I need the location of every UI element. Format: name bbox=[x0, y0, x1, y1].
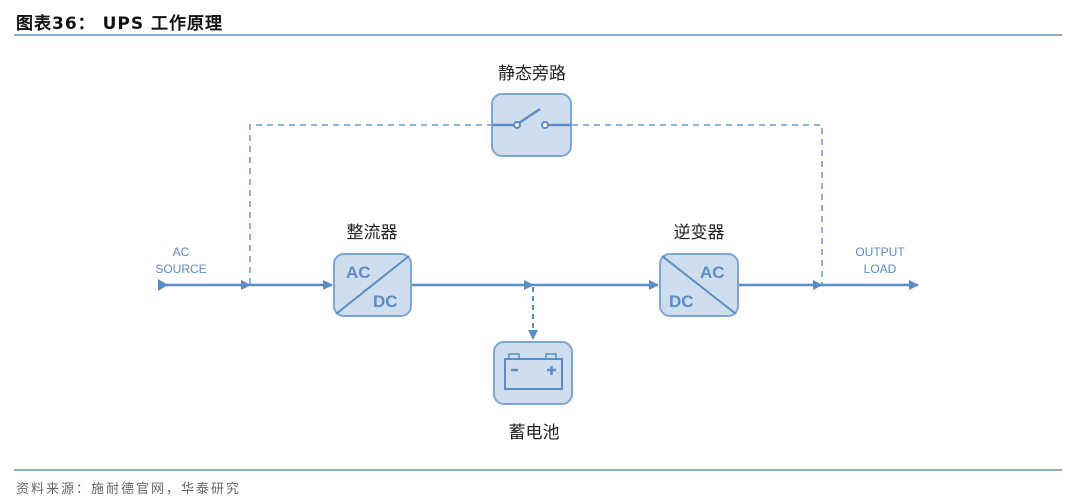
figure-title: 图表36： UPS 工作原理 bbox=[16, 14, 224, 34]
main-power-line bbox=[158, 279, 919, 291]
inverter-label: 逆变器 bbox=[674, 223, 725, 243]
rectifier-label: 整流器 bbox=[347, 223, 398, 243]
rectifier-box: AC DC bbox=[333, 253, 412, 317]
bypass-label: 静态旁路 bbox=[498, 64, 566, 84]
battery-icon bbox=[504, 353, 563, 390]
inverter-in: DC bbox=[669, 292, 694, 311]
source-arrow-icon bbox=[158, 279, 168, 291]
static-bypass-switch bbox=[491, 93, 572, 157]
bottom-divider bbox=[14, 469, 1062, 471]
bypass-path bbox=[249, 124, 823, 284]
output-label-2: LOAD bbox=[864, 262, 897, 276]
ac-source-label-1: AC bbox=[173, 245, 190, 259]
top-divider bbox=[14, 34, 1062, 36]
ac-source-label-2: SOURCE bbox=[155, 262, 206, 276]
inverter-box: AC DC bbox=[659, 253, 739, 317]
output-label-1: OUTPUT bbox=[855, 245, 905, 259]
rectifier-in: AC bbox=[346, 263, 371, 282]
inverter-out: AC bbox=[700, 263, 725, 282]
rectifier-out: DC bbox=[373, 292, 398, 311]
source-note: 资料来源：施耐德官网，华泰研究 bbox=[16, 482, 242, 497]
battery-box bbox=[493, 341, 573, 405]
battery-label: 蓄电池 bbox=[509, 423, 560, 443]
